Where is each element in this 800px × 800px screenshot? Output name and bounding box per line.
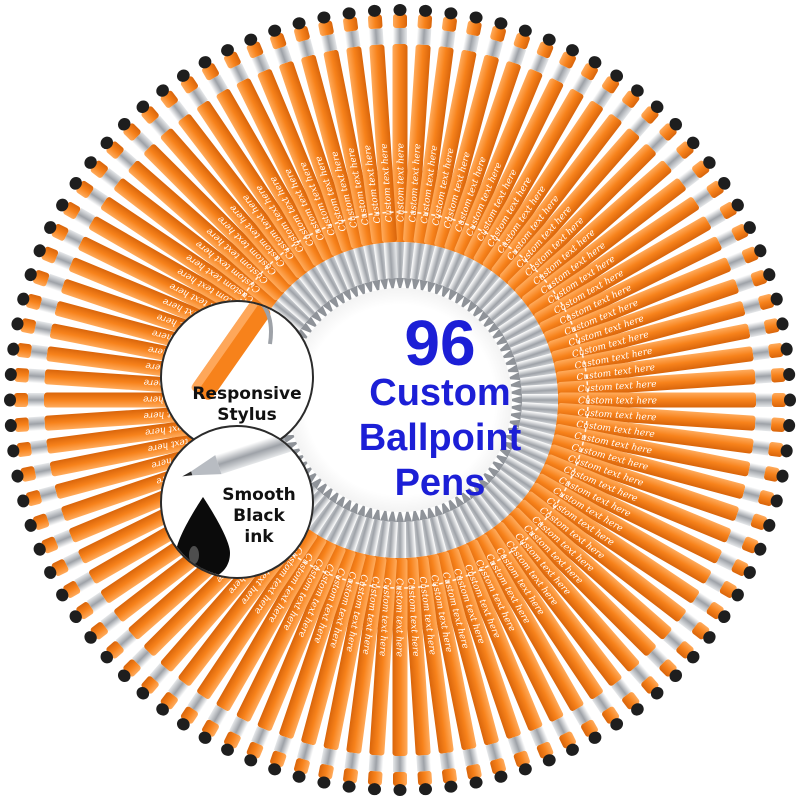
center-disc [288, 288, 512, 512]
pen-engraving: Custom text here [397, 143, 407, 222]
pen: Custom text here [367, 4, 399, 293]
pen: Custom text here [502, 268, 776, 367]
stylus-label-line2: Stylus [217, 405, 277, 425]
headline-ballpoint: Ballpoint [358, 417, 522, 459]
pen: Custom text here [507, 401, 796, 433]
stylus-pen-icon [191, 302, 277, 400]
pen-engraving: Custom text here [578, 397, 657, 407]
pen: Custom text here [441, 499, 556, 767]
headline-pens: Pens [394, 462, 486, 504]
ballpoint-tip-icon [182, 427, 312, 477]
pen: Custom text here [508, 392, 796, 408]
pen: Custom text here [401, 507, 433, 796]
pen-engraving: Custom text here [394, 578, 404, 657]
ink-label-line1: Smooth [222, 485, 296, 505]
pen-count: 96 [404, 307, 476, 379]
ink-drop-icon [176, 497, 230, 577]
pen: Custom text here [505, 317, 789, 383]
ink-label-line2: Black [233, 506, 285, 526]
stylus-label-line1: Responsive [192, 384, 302, 404]
ink-callout: Smooth Black ink [160, 425, 314, 579]
headline-custom: Custom [369, 372, 511, 414]
ink-label-line3: ink [244, 527, 274, 547]
